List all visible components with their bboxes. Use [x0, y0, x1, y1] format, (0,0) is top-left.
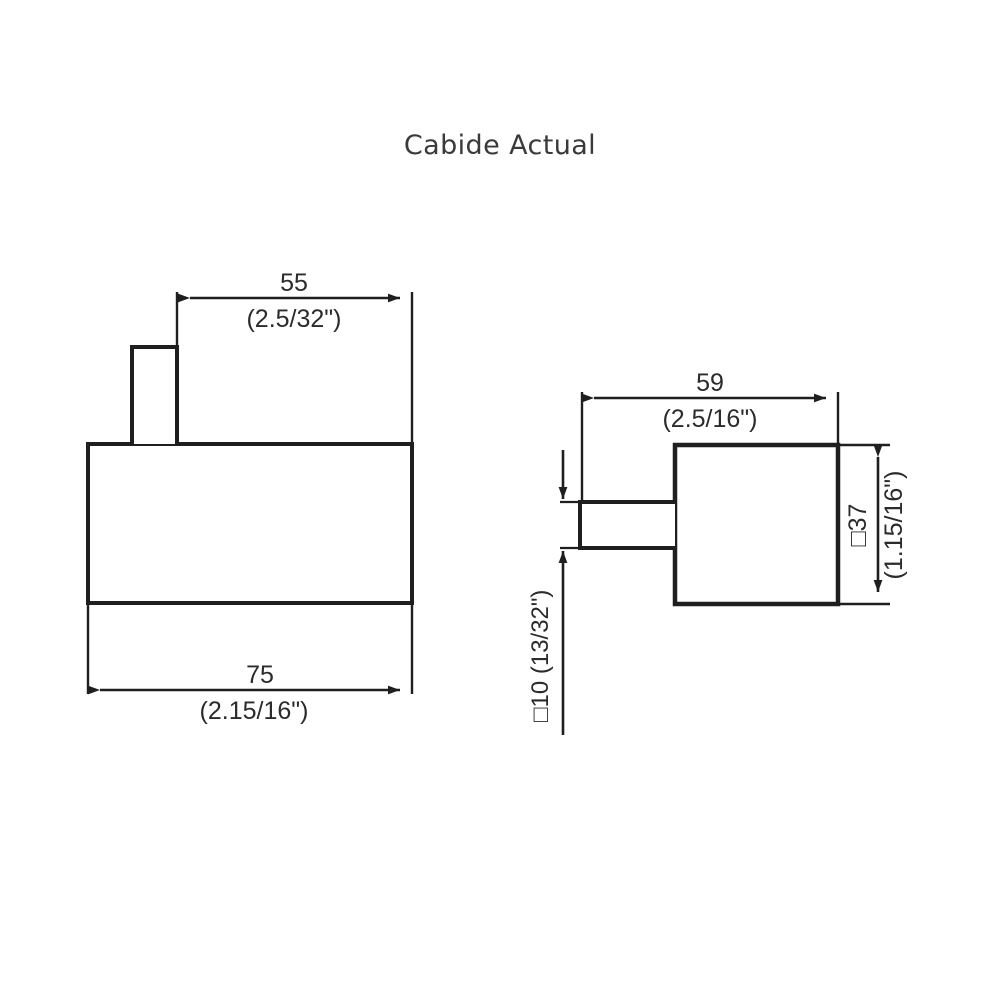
dim-75-value-inch: (2.15/16") [200, 697, 309, 725]
page-title: Cabide Actual [403, 130, 597, 161]
dim-75-value-mm: 75 [246, 661, 274, 689]
side-view-main-body [86, 442, 414, 605]
dim-55-value-inch: (2.5/32") [246, 305, 341, 333]
front-plan-geometry [578, 442, 841, 607]
dim-55-value-mm: 55 [280, 269, 308, 297]
dimension-55-group: 55 (2.5/32") [175, 269, 414, 442]
front-view-square-block [672, 442, 841, 607]
dimension-75-group: 75 (2.15/16") [86, 605, 414, 725]
dimension-59-group: 59 (2.5/16") [580, 369, 840, 500]
dim-59-value-mm: 59 [696, 369, 724, 397]
front-view-stem [578, 500, 675, 550]
dim-37-value-inch: (1.15/16") [880, 471, 908, 580]
dim-10-value: □10 (13/32") [527, 590, 554, 722]
dim-59-value-inch: (2.5/16") [662, 405, 757, 433]
dimension-37-group: □37 (1.15/16") [840, 443, 908, 606]
dim-37-value-mm: □37 [844, 504, 872, 547]
side-elevation-geometry [86, 345, 414, 605]
dimension-10-group: □10 (13/32") [527, 450, 675, 735]
side-view-mounting-tab [130, 345, 179, 444]
